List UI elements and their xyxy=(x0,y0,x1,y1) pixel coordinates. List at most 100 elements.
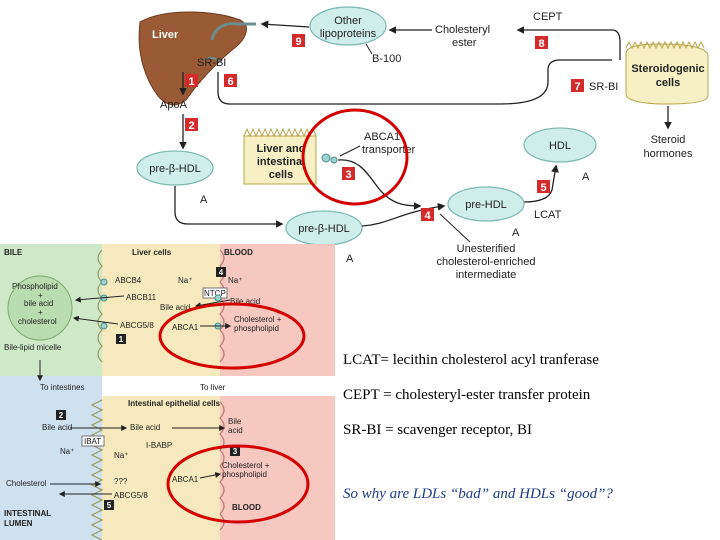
plus-2: + xyxy=(38,308,43,317)
plus-1: + xyxy=(38,291,43,300)
transporter-glyph-2 xyxy=(330,156,338,164)
pre-beta-hdl-left-oval xyxy=(136,150,214,186)
bile-lipid-micelle-shape xyxy=(7,275,73,341)
steroid-hormones-label-1: Steroid xyxy=(651,134,686,146)
step-marker-7: 7 xyxy=(571,79,584,93)
arrow-abcb11 xyxy=(74,295,125,303)
definition-cept: CEPT = cholesteryl-ester transfer protei… xyxy=(343,387,591,403)
other-lipoproteins-label-2: lipoproteins xyxy=(320,28,377,40)
cholesterol-2: Cholesterol xyxy=(6,479,47,488)
steroid-hormones-label-2: hormones xyxy=(644,148,693,160)
na-plus-2: Na⁺ xyxy=(228,276,242,285)
intestinal-epithelial-label: Intestinal epithelial cells xyxy=(128,399,221,408)
abca1-transporter-label-2: transporter xyxy=(362,144,416,156)
blood-bottom-label: BLOOD xyxy=(232,503,261,512)
pre-hdl-label: pre-HDL xyxy=(465,199,507,211)
bile-acid-6b: acid xyxy=(228,426,243,435)
bile-acid-3: Bile acid xyxy=(230,297,260,306)
unesterified-label-2: cholesterol-enriched xyxy=(436,256,535,268)
na-plus-3: Na⁺ xyxy=(60,447,74,456)
apoa-label: ApoA xyxy=(160,99,188,111)
step-marker-5: 5 xyxy=(537,180,550,194)
step-marker-3: 3 xyxy=(342,167,355,181)
path-prehdl-to-hdl xyxy=(523,164,559,203)
phospholipid-label: Phospholipid xyxy=(12,282,58,291)
pre-beta-hdl-center-label: pre-β-HDL xyxy=(298,223,350,235)
intestinal-cells-region xyxy=(102,396,220,540)
arrow-lipoproteins-to-liver xyxy=(260,20,310,29)
blood-membrane-bottom xyxy=(219,401,225,531)
liver-cells-label: Liver cells xyxy=(132,248,172,257)
definition-lcat: LCAT= lecithin cholesterol acyl tranfera… xyxy=(343,352,599,368)
step-marker-b5: 5 xyxy=(104,500,114,510)
path-center-to-prehdl xyxy=(361,202,446,227)
transporter-glyph-b5 xyxy=(214,294,222,302)
unknown-label: ??? xyxy=(114,477,128,486)
path-prehdl-to-center xyxy=(174,186,284,228)
na-plus-1: Na⁺ xyxy=(178,276,192,285)
bile-acid-1: bile acid xyxy=(24,299,53,308)
cholesteryl-ester-label-1: Cholesteryl xyxy=(435,24,490,36)
liver-intestinal-label-3: cells xyxy=(269,169,293,181)
path-abca1-to-prehdl xyxy=(337,159,422,210)
ntcp-label: NTCP xyxy=(204,289,226,298)
lcat-label: LCAT xyxy=(534,209,562,221)
bile-label: BILE xyxy=(4,248,23,257)
arrow-abcg58 xyxy=(72,315,119,325)
definition-srbi: SR-BI = scavenger receptor, BI xyxy=(343,422,533,438)
abca1-pointer xyxy=(339,145,361,157)
liver-vessel xyxy=(210,22,256,41)
cept-label: CEPT xyxy=(533,11,563,23)
arrow-bile-acid-in xyxy=(194,299,231,309)
liver-shape xyxy=(138,11,247,106)
highlight-circle-top-cell xyxy=(158,302,306,370)
cholesterol-pl-top-2: phospholipid xyxy=(234,324,279,333)
question-text: So why are LDLs “bad” and HDLs “good”? xyxy=(343,486,613,502)
liver-intestinal-villi xyxy=(243,127,317,138)
svg-text:5: 5 xyxy=(107,501,112,510)
transporter-glyph-b1 xyxy=(100,278,108,286)
to-intestines-label: To intestines xyxy=(40,383,84,392)
intestinal-lumen-label-1: INTESTINAL xyxy=(4,509,51,518)
b100-label: B-100 xyxy=(372,53,401,65)
unesterified-pointer xyxy=(439,213,471,243)
liver-intestinal-label-2: intestinal xyxy=(257,156,305,168)
step-marker-4: 4 xyxy=(421,208,434,222)
abca1-top-label: ABCA1 xyxy=(172,323,199,332)
bile-membrane xyxy=(97,249,103,363)
svg-text:1: 1 xyxy=(119,335,124,344)
blood-top-label: BLOOD xyxy=(224,248,253,257)
abcg58-top-label: ABCG5/8 xyxy=(120,321,154,330)
step-marker-6: 6 xyxy=(224,74,237,88)
abcg58-bottom-label: ABCG5/8 xyxy=(114,491,148,500)
abcb4-label: ABCB4 xyxy=(115,276,142,285)
svg-text:3: 3 xyxy=(345,169,351,181)
abca1-bottom-label: ABCA1 xyxy=(172,475,199,484)
step-marker-b3: 3 xyxy=(230,446,240,456)
arrow-abca1-bottom xyxy=(199,471,222,479)
bile-acid-2: Bile acid xyxy=(160,303,190,312)
ibat-label: IBAT xyxy=(84,437,101,446)
intestinal-lumen-label-2: LUMEN xyxy=(4,519,33,528)
steroidogenic-cells-label-2: cells xyxy=(656,77,680,89)
svg-text:9: 9 xyxy=(295,36,301,48)
to-liver-label: To liver xyxy=(200,383,226,392)
svg-text:3: 3 xyxy=(233,447,238,456)
pre-hdl-oval xyxy=(447,186,525,222)
svg-text:6: 6 xyxy=(227,76,233,88)
bile-acid-6a: Bile xyxy=(228,417,242,426)
transporter-glyph xyxy=(321,153,331,163)
abca1-transporter-label-1: ABCA1 xyxy=(364,131,400,143)
transporter-glyph-b3 xyxy=(100,322,108,330)
step-marker-b1: 1 xyxy=(116,334,126,344)
abcb11-label: ABCB11 xyxy=(126,293,157,302)
svg-text:1: 1 xyxy=(188,76,194,88)
step-marker-8: 8 xyxy=(535,36,548,50)
bile-lipid-micelle-label: Bile-lipid micelle xyxy=(4,343,62,352)
steroidogenic-cells-label-1: Steroidogenic xyxy=(631,63,704,75)
cholesterol-1: cholesterol xyxy=(18,317,57,326)
unesterified-label-3: intermediate xyxy=(456,269,517,281)
sr-bi-right-label: SR-BI xyxy=(589,81,618,93)
cholesterol-pl-bottom-2: phospholipid xyxy=(222,470,267,479)
unesterified-label-1: Unesterified xyxy=(457,243,516,255)
